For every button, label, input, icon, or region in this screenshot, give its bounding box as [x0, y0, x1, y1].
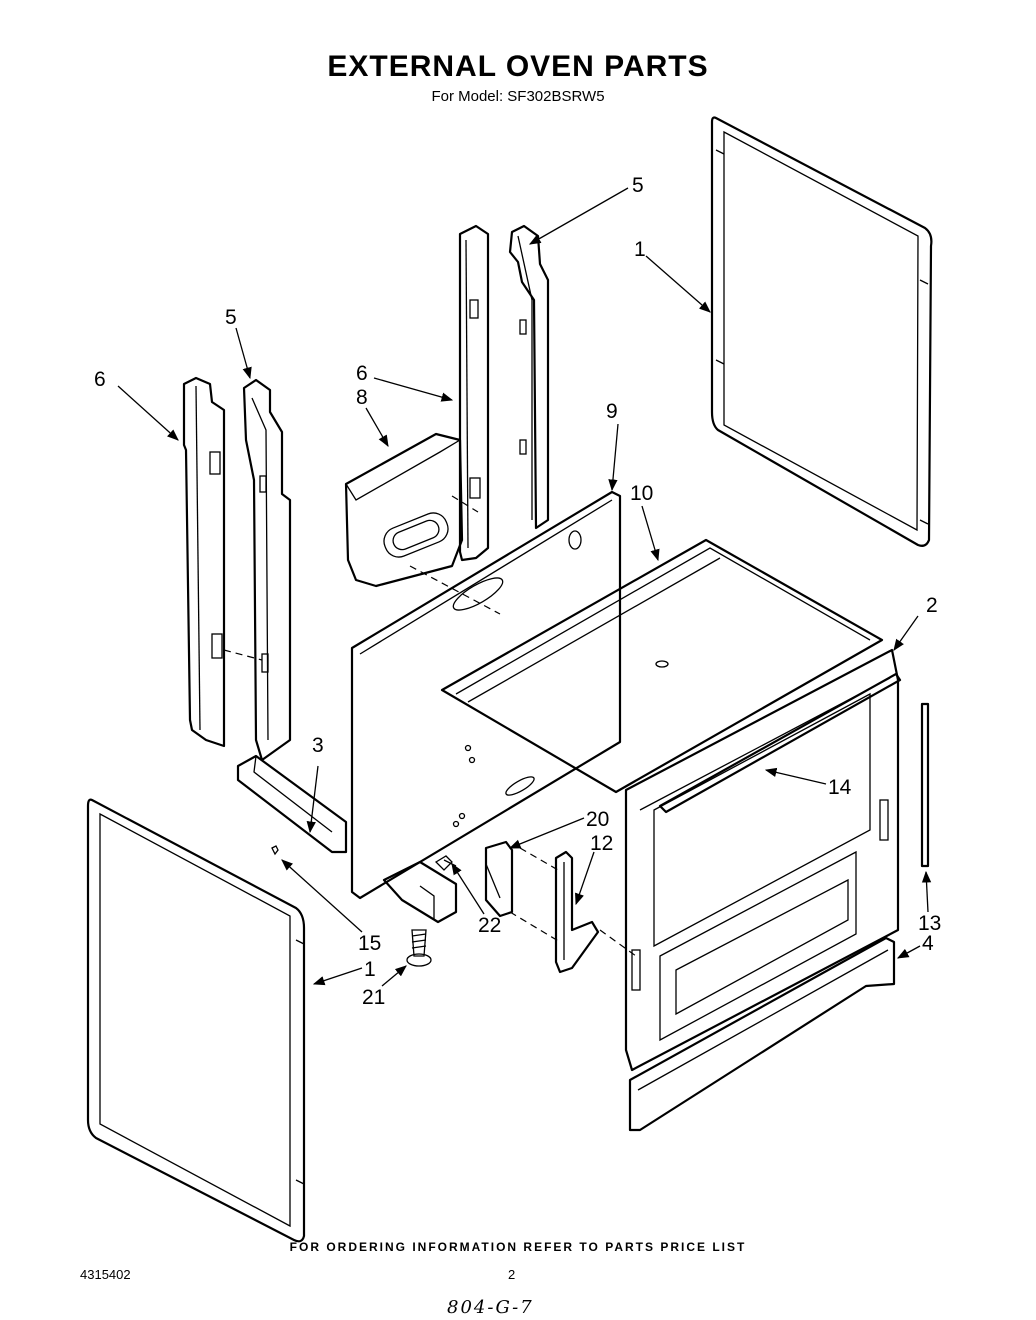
callout-12: 12 — [590, 832, 613, 855]
leveling-leg — [406, 929, 432, 967]
front-rail-left — [182, 376, 226, 748]
callout-21: 21 — [362, 986, 385, 1009]
vent-duct — [344, 432, 464, 588]
page-number: 2 — [508, 1267, 516, 1282]
callout-8: 8 — [356, 386, 368, 409]
callout-1-top: 1 — [634, 238, 646, 261]
bottom-rail — [236, 754, 348, 854]
rear-rail-left — [242, 378, 292, 762]
document-number: 4315402 — [80, 1267, 131, 1282]
callout-2: 2 — [926, 594, 938, 617]
vertical-strip — [920, 702, 930, 868]
hinge — [554, 850, 600, 974]
side-panel-left — [86, 798, 306, 1243]
clip — [434, 855, 457, 871]
handwritten-note: 804-G-7 — [447, 1297, 534, 1318]
callout-4: 4 — [922, 932, 934, 955]
callout-6-mid: 6 — [356, 362, 368, 385]
bottom-bracket — [382, 860, 458, 924]
ordering-info-note: FOR ORDERING INFORMATION REFER TO PARTS … — [289, 1240, 747, 1254]
screw-small — [271, 845, 279, 856]
callout-14: 14 — [828, 776, 852, 799]
callout-1-bottom: 1 — [364, 958, 376, 981]
model-subtitle: For Model: SF302BSRW5 — [431, 88, 605, 105]
callout-3: 3 — [312, 734, 324, 757]
callout-10: 10 — [630, 482, 653, 505]
frame-strip — [658, 672, 902, 814]
callout-13: 13 — [918, 912, 941, 935]
latch-bracket — [484, 840, 514, 918]
kick-plate — [628, 936, 896, 1132]
callout-22: 22 — [478, 914, 501, 937]
callout-6-left: 6 — [94, 368, 106, 391]
front-rail-right — [458, 224, 490, 562]
callout-5-left: 5 — [225, 306, 237, 329]
callout-9: 9 — [606, 400, 618, 423]
page-title: EXTERNAL OVEN PARTS — [327, 50, 709, 83]
front-panel — [350, 490, 622, 900]
rear-rail-right — [508, 224, 550, 530]
callout-20: 20 — [586, 808, 609, 831]
callout-5-top: 5 — [632, 174, 644, 197]
cabinet-frame — [624, 648, 900, 1072]
side-panel-right — [710, 116, 933, 547]
callout-15: 15 — [358, 932, 381, 955]
oven-top-plate — [440, 538, 884, 794]
